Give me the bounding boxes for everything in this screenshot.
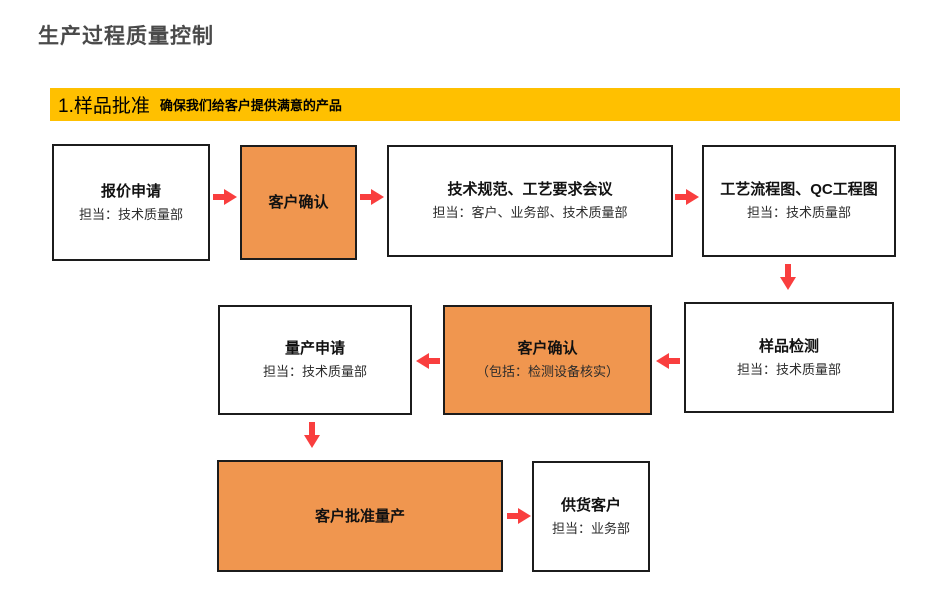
box-title: 工艺流程图、QC工程图: [720, 181, 878, 199]
flow-box-process-flow-qc-chart: 工艺流程图、QC工程图 担当：技术质量部: [702, 145, 896, 257]
flow-box-customer-confirm-2: 客户确认 （包括：检测设备核实）: [443, 305, 652, 415]
box-subtitle: 担当：客户、业务部、技术质量部: [432, 205, 628, 221]
arrow-left-icon: [656, 353, 680, 369]
arrow-down-icon: [780, 264, 796, 290]
box-subtitle: 担当：业务部: [551, 520, 630, 536]
arrow-down-icon: [304, 422, 320, 448]
arrow-tail: [309, 422, 315, 436]
arrow-head: [780, 277, 796, 290]
section-banner: 1.样品批准 确保我们给客户提供满意的产品: [50, 88, 900, 121]
page-title: 生产过程质量控制: [38, 25, 214, 48]
arrow-head: [656, 353, 669, 369]
arrow-tail: [213, 194, 225, 200]
arrow-tail: [360, 194, 372, 200]
arrow-left-icon: [416, 353, 440, 369]
box-subtitle: 担当：技术质量部: [262, 364, 367, 380]
arrow-tail: [507, 513, 519, 519]
flow-box-quote-request: 报价申请 担当：技术质量部: [52, 144, 210, 261]
box-title: 客户确认: [517, 340, 578, 358]
arrow-head: [371, 189, 384, 205]
box-subtitle: 担当：技术质量部: [78, 206, 183, 222]
arrow-tail: [428, 358, 440, 364]
box-subtitle: 担当：技术质量部: [746, 205, 851, 221]
arrow-right-icon: [675, 189, 699, 205]
flow-box-spec-meeting: 技术规范、工艺要求会议 担当：客户、业务部、技术质量部: [387, 145, 673, 257]
arrow-head: [416, 353, 429, 369]
arrow-right-icon: [360, 189, 384, 205]
box-title: 客户批准量产: [314, 507, 405, 525]
box-title: 量产申请: [284, 340, 345, 358]
flow-box-customer-confirm-1: 客户确认: [240, 145, 357, 260]
arrow-head: [224, 189, 237, 205]
box-subtitle: （包括：检测设备核实）: [475, 364, 619, 380]
arrow-head: [686, 189, 699, 205]
box-subtitle: 担当：技术质量部: [736, 361, 841, 377]
flow-box-sample-test: 样品检测 担当：技术质量部: [684, 302, 894, 413]
section-subtitle: 确保我们给客户提供满意的产品: [159, 98, 342, 113]
arrow-tail: [675, 194, 687, 200]
arrow-tail: [668, 358, 680, 364]
arrow-head: [304, 435, 320, 448]
arrow-head: [518, 508, 531, 524]
box-title: 样品检测: [758, 337, 819, 355]
section-number-label: 1.样品批准: [58, 96, 150, 117]
box-title: 技术规范、工艺要求会议: [447, 181, 613, 199]
flow-box-supply-customer: 供货客户 担当：业务部: [532, 461, 650, 572]
box-title: 报价申请: [100, 182, 161, 200]
arrow-tail: [785, 264, 791, 278]
arrow-right-icon: [507, 508, 531, 524]
box-title: 客户确认: [268, 194, 329, 211]
flow-box-mass-production-request: 量产申请 担当：技术质量部: [218, 305, 412, 415]
flow-box-customer-approve-mass-production: 客户批准量产: [217, 460, 503, 572]
box-title: 供货客户: [560, 496, 621, 514]
arrow-right-icon: [213, 189, 237, 205]
